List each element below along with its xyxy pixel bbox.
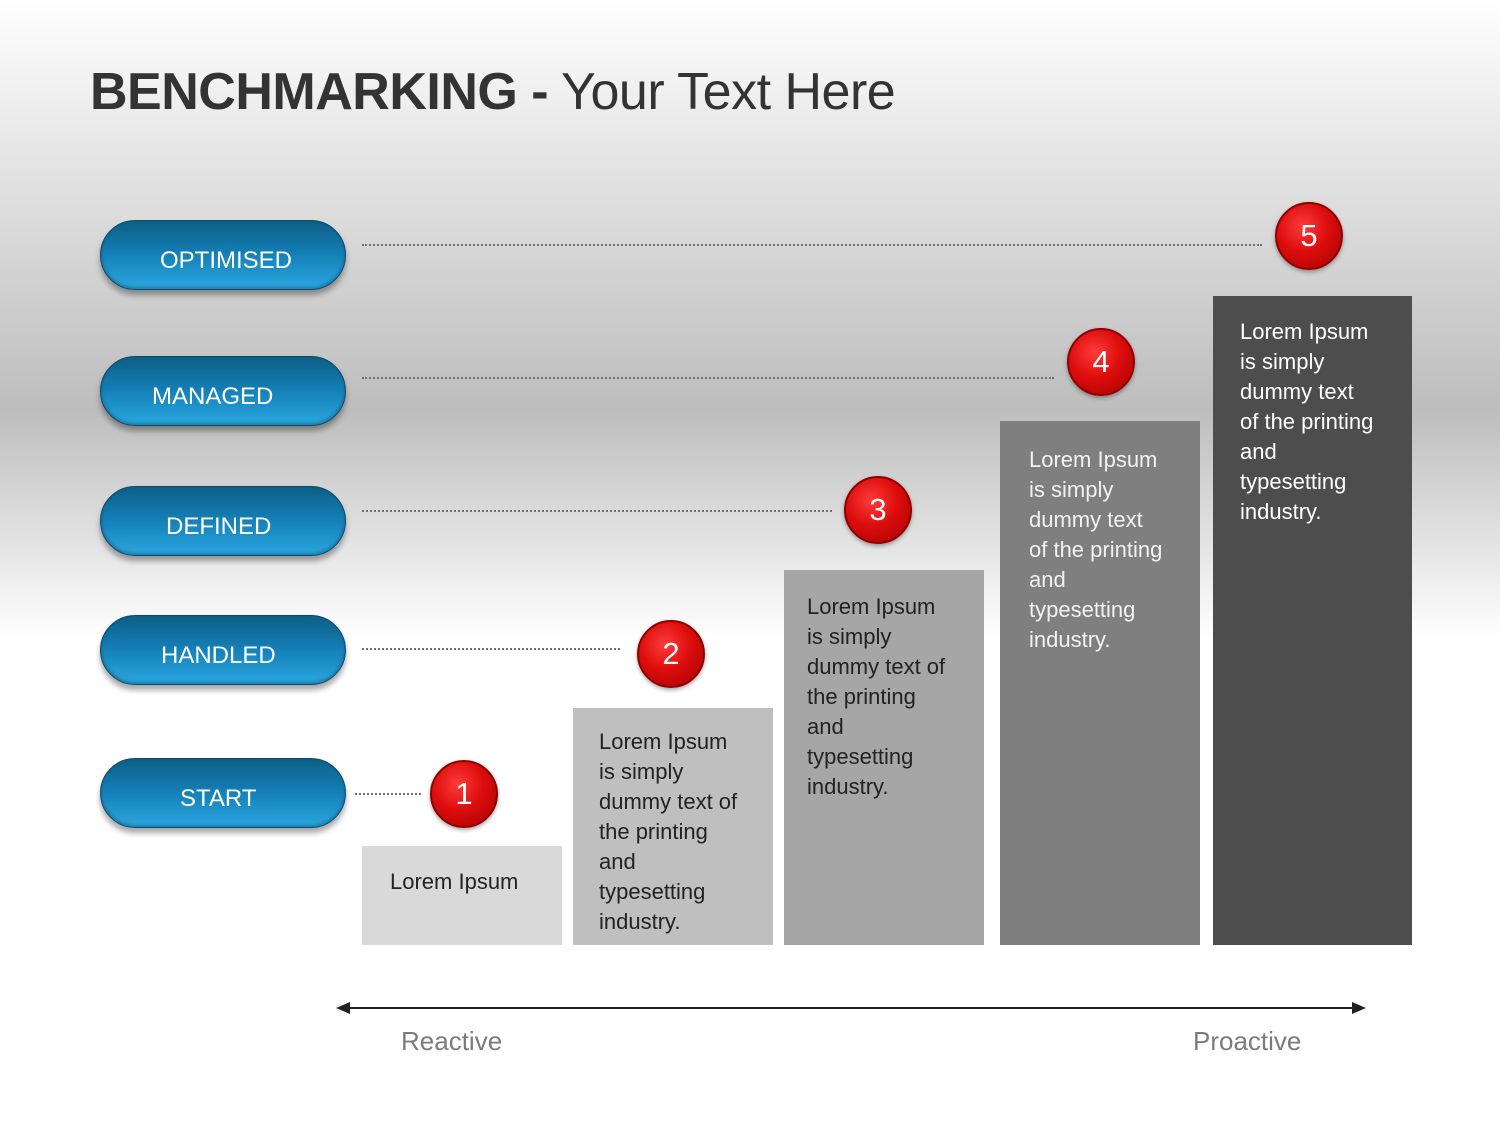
level-pill-handled: HANDLED xyxy=(100,615,346,685)
level-label: START xyxy=(180,785,257,812)
step-badge-5: 5 xyxy=(1275,202,1343,270)
axis-label-reactive: Reactive xyxy=(401,1026,503,1056)
step-column-1: Lorem Ipsum xyxy=(362,846,562,945)
connector-line-5 xyxy=(362,244,1262,246)
level-label: DEFINED xyxy=(166,513,272,540)
connector-line-2 xyxy=(362,648,620,650)
connector-line-3 xyxy=(362,510,832,512)
level-pill-managed: MANAGED xyxy=(100,356,346,426)
level-pill-start: START xyxy=(100,758,346,828)
step-column-2: Lorem Ipsum is simply dummy text of the … xyxy=(573,708,773,945)
step-column-5: Lorem Ipsum is simply dummy text of the … xyxy=(1213,296,1412,945)
step-column-3: Lorem Ipsum is simply dummy text of the … xyxy=(784,570,984,945)
reactive-proactive-arrow xyxy=(336,1002,1366,1014)
level-label: MANAGED xyxy=(152,383,274,410)
step-badge-4: 4 xyxy=(1067,328,1135,396)
connector-line-4 xyxy=(362,377,1054,379)
page-title: BENCHMARKING - Your Text Here xyxy=(90,62,896,122)
title-bold: BENCHMARKING - xyxy=(90,63,549,121)
step-badge-2: 2 xyxy=(637,620,705,688)
level-label: HANDLED xyxy=(161,642,276,669)
step-text: Lorem Ipsum xyxy=(390,869,519,894)
level-pill-defined: DEFINED xyxy=(100,486,346,556)
level-label: OPTIMISED xyxy=(160,247,293,274)
title-regular: Your Text Here xyxy=(548,63,896,121)
level-pill-optimised: OPTIMISED xyxy=(100,220,346,290)
step-text: Lorem Ipsum is simply dummy text of the … xyxy=(1029,447,1163,652)
connector-line-1 xyxy=(355,793,421,795)
step-badge-3: 3 xyxy=(844,476,912,544)
axis-label-proactive: Proactive xyxy=(1193,1026,1302,1056)
step-text: Lorem Ipsum is simply dummy text of the … xyxy=(1240,319,1374,524)
step-text: Lorem Ipsum is simply dummy text of the … xyxy=(599,729,738,934)
step-badge-1: 1 xyxy=(430,760,498,828)
step-column-4: Lorem Ipsum is simply dummy text of the … xyxy=(1000,421,1200,945)
step-text: Lorem Ipsum is simply dummy text of the … xyxy=(807,594,946,799)
